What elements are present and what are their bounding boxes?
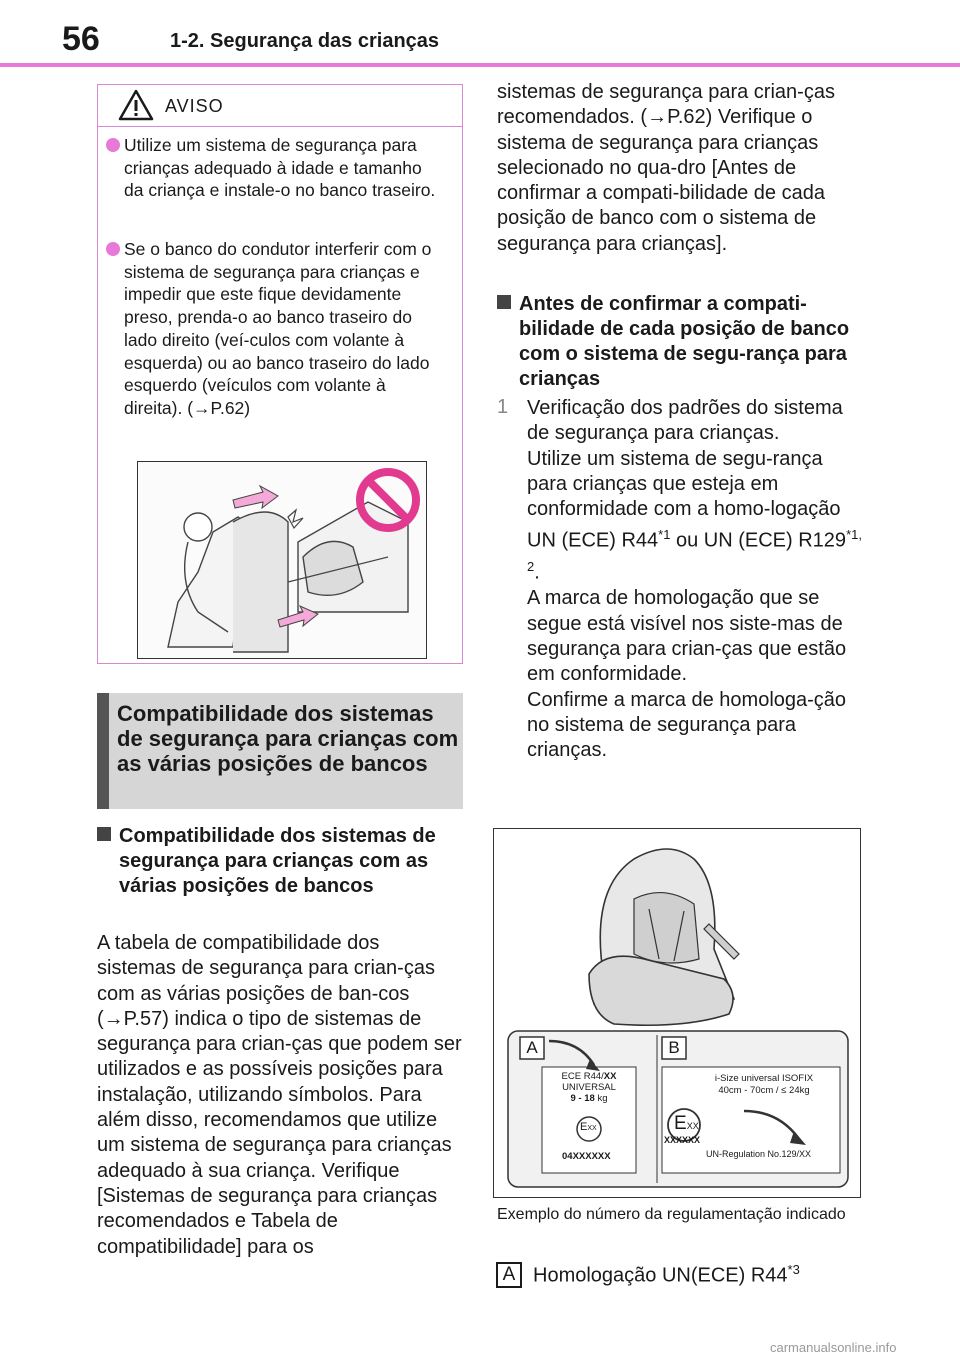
right-subheading-text: Antes de confirmar a compati-bilidade de… <box>519 293 850 390</box>
section-title: 1-2. Segurança das crianças <box>170 30 440 52</box>
bullet-icon <box>106 138 120 152</box>
r129-code: XXXXXX <box>664 1135 701 1145</box>
figure-label-a: A <box>526 1038 538 1057</box>
warning-triangle-icon <box>118 89 154 121</box>
warning-item: Se o banco do condutor interferir com o … <box>106 238 456 420</box>
r44-code: 04XXXXXX <box>562 1151 611 1162</box>
warning-title: AVISO <box>165 96 224 116</box>
r44-line-2: UNIVERSAL <box>562 1082 616 1093</box>
r44-line-3: 9 - 18 kg <box>544 1093 634 1104</box>
seat-interference-illustration <box>137 461 427 659</box>
compatibility-heading-text: Compatibilidade dos sistemas de seguranç… <box>117 701 459 776</box>
homologation-figure: A B ECE R44/XX UNIVERSAL 9 - 18 kg EXX 0… <box>493 828 861 1198</box>
warning-item-text: Utilize um sistema de segurança para cri… <box>124 135 436 201</box>
header-rule <box>0 63 960 67</box>
footnote-3: *3 <box>787 1262 800 1277</box>
square-bullet-icon <box>97 827 111 841</box>
step-title: Verificação dos padrões do sistema de se… <box>527 397 843 445</box>
page-number: 56 <box>62 20 100 58</box>
figure-label-b: B <box>668 1038 680 1057</box>
homologation-main: Homologação UN(ECE) R44 <box>533 1264 788 1287</box>
r44-e-xx: XX <box>587 1125 597 1132</box>
figure-caption: Exemplo do número da regulamentação indi… <box>497 1206 846 1223</box>
left-subheading-text: Compatibilidade dos sistemas de seguranç… <box>119 825 436 897</box>
r44-kg: kg <box>597 1093 608 1104</box>
step-text-1-mid: ou UN (ECE) R129 <box>670 530 847 553</box>
left-paragraph: A tabela de compatibilidade dos sistemas… <box>97 932 462 1258</box>
r129-e: E <box>674 1113 687 1134</box>
bullet-icon <box>106 242 120 256</box>
compatibility-section-heading: Compatibilidade dos sistemas de seguranç… <box>97 693 463 809</box>
homologation-text: Homologação UN(ECE) R44*3 <box>533 1262 800 1288</box>
left-subheading: Compatibilidade dos sistemas de seguranç… <box>97 824 463 899</box>
r44-line-1: ECE R44/XX <box>544 1071 634 1082</box>
r44-line-1-main: ECE R44/ <box>561 1071 604 1082</box>
r129-label-text: i-Size universal ISOFIX 40cm - 70cm / ≤ … <box>694 1073 834 1097</box>
watermark: carmanualsonline.info <box>770 1340 897 1355</box>
footnote-2: *1, 2 <box>527 527 862 575</box>
r129-e-mark: EXX <box>674 1113 699 1135</box>
r44-weight-range: 9 - 18 <box>570 1093 595 1104</box>
step-text-1-main: Utilize um sistema de segu-rança para cr… <box>527 447 841 553</box>
homologation-label-a: A <box>496 1262 522 1288</box>
r129-line-1: i-Size universal ISOFIX <box>714 1073 814 1084</box>
right-subheading: Antes de confirmar a compati-bilidade de… <box>497 292 862 392</box>
step-text-1: Utilize um sistema de segu-rança para cr… <box>527 447 862 587</box>
warning-box: AVISO Utilize um sistema de segurança pa… <box>97 84 463 664</box>
warning-header: AVISO <box>98 85 462 127</box>
r129-line-2: 40cm - 70cm / ≤ 24kg <box>718 1085 810 1096</box>
r44-label-text: ECE R44/XX UNIVERSAL 9 - 18 kg <box>544 1071 634 1104</box>
step-content: Verificação dos padrões do sistema de se… <box>527 396 862 763</box>
step-number: 1 <box>497 396 509 418</box>
square-bullet-icon <box>497 295 511 309</box>
right-paragraph: sistemas de segurança para crian-ças rec… <box>497 81 835 255</box>
r44-e: E <box>580 1121 588 1133</box>
warning-item-text: Se o banco do condutor interferir com o … <box>124 239 432 418</box>
footnote-1: *1 <box>658 527 671 543</box>
child-seat-illustration <box>507 848 849 1188</box>
r129-regulation: UN-Regulation No.129/XX <box>706 1149 812 1159</box>
step-text-2: A marca de homologação que se segue está… <box>527 587 847 686</box>
r44-line-1-xx: XX <box>603 1071 617 1082</box>
warning-item: Utilize um sistema de segurança para cri… <box>106 134 456 202</box>
step-text-1-end: . <box>534 562 540 585</box>
r44-e-mark: EXX <box>580 1121 597 1133</box>
seat-interference-drawing <box>167 468 420 653</box>
r129-e-xx: XX <box>686 1121 699 1131</box>
step-text-3: Confirme a marca de homologa-ção no sist… <box>527 688 847 762</box>
